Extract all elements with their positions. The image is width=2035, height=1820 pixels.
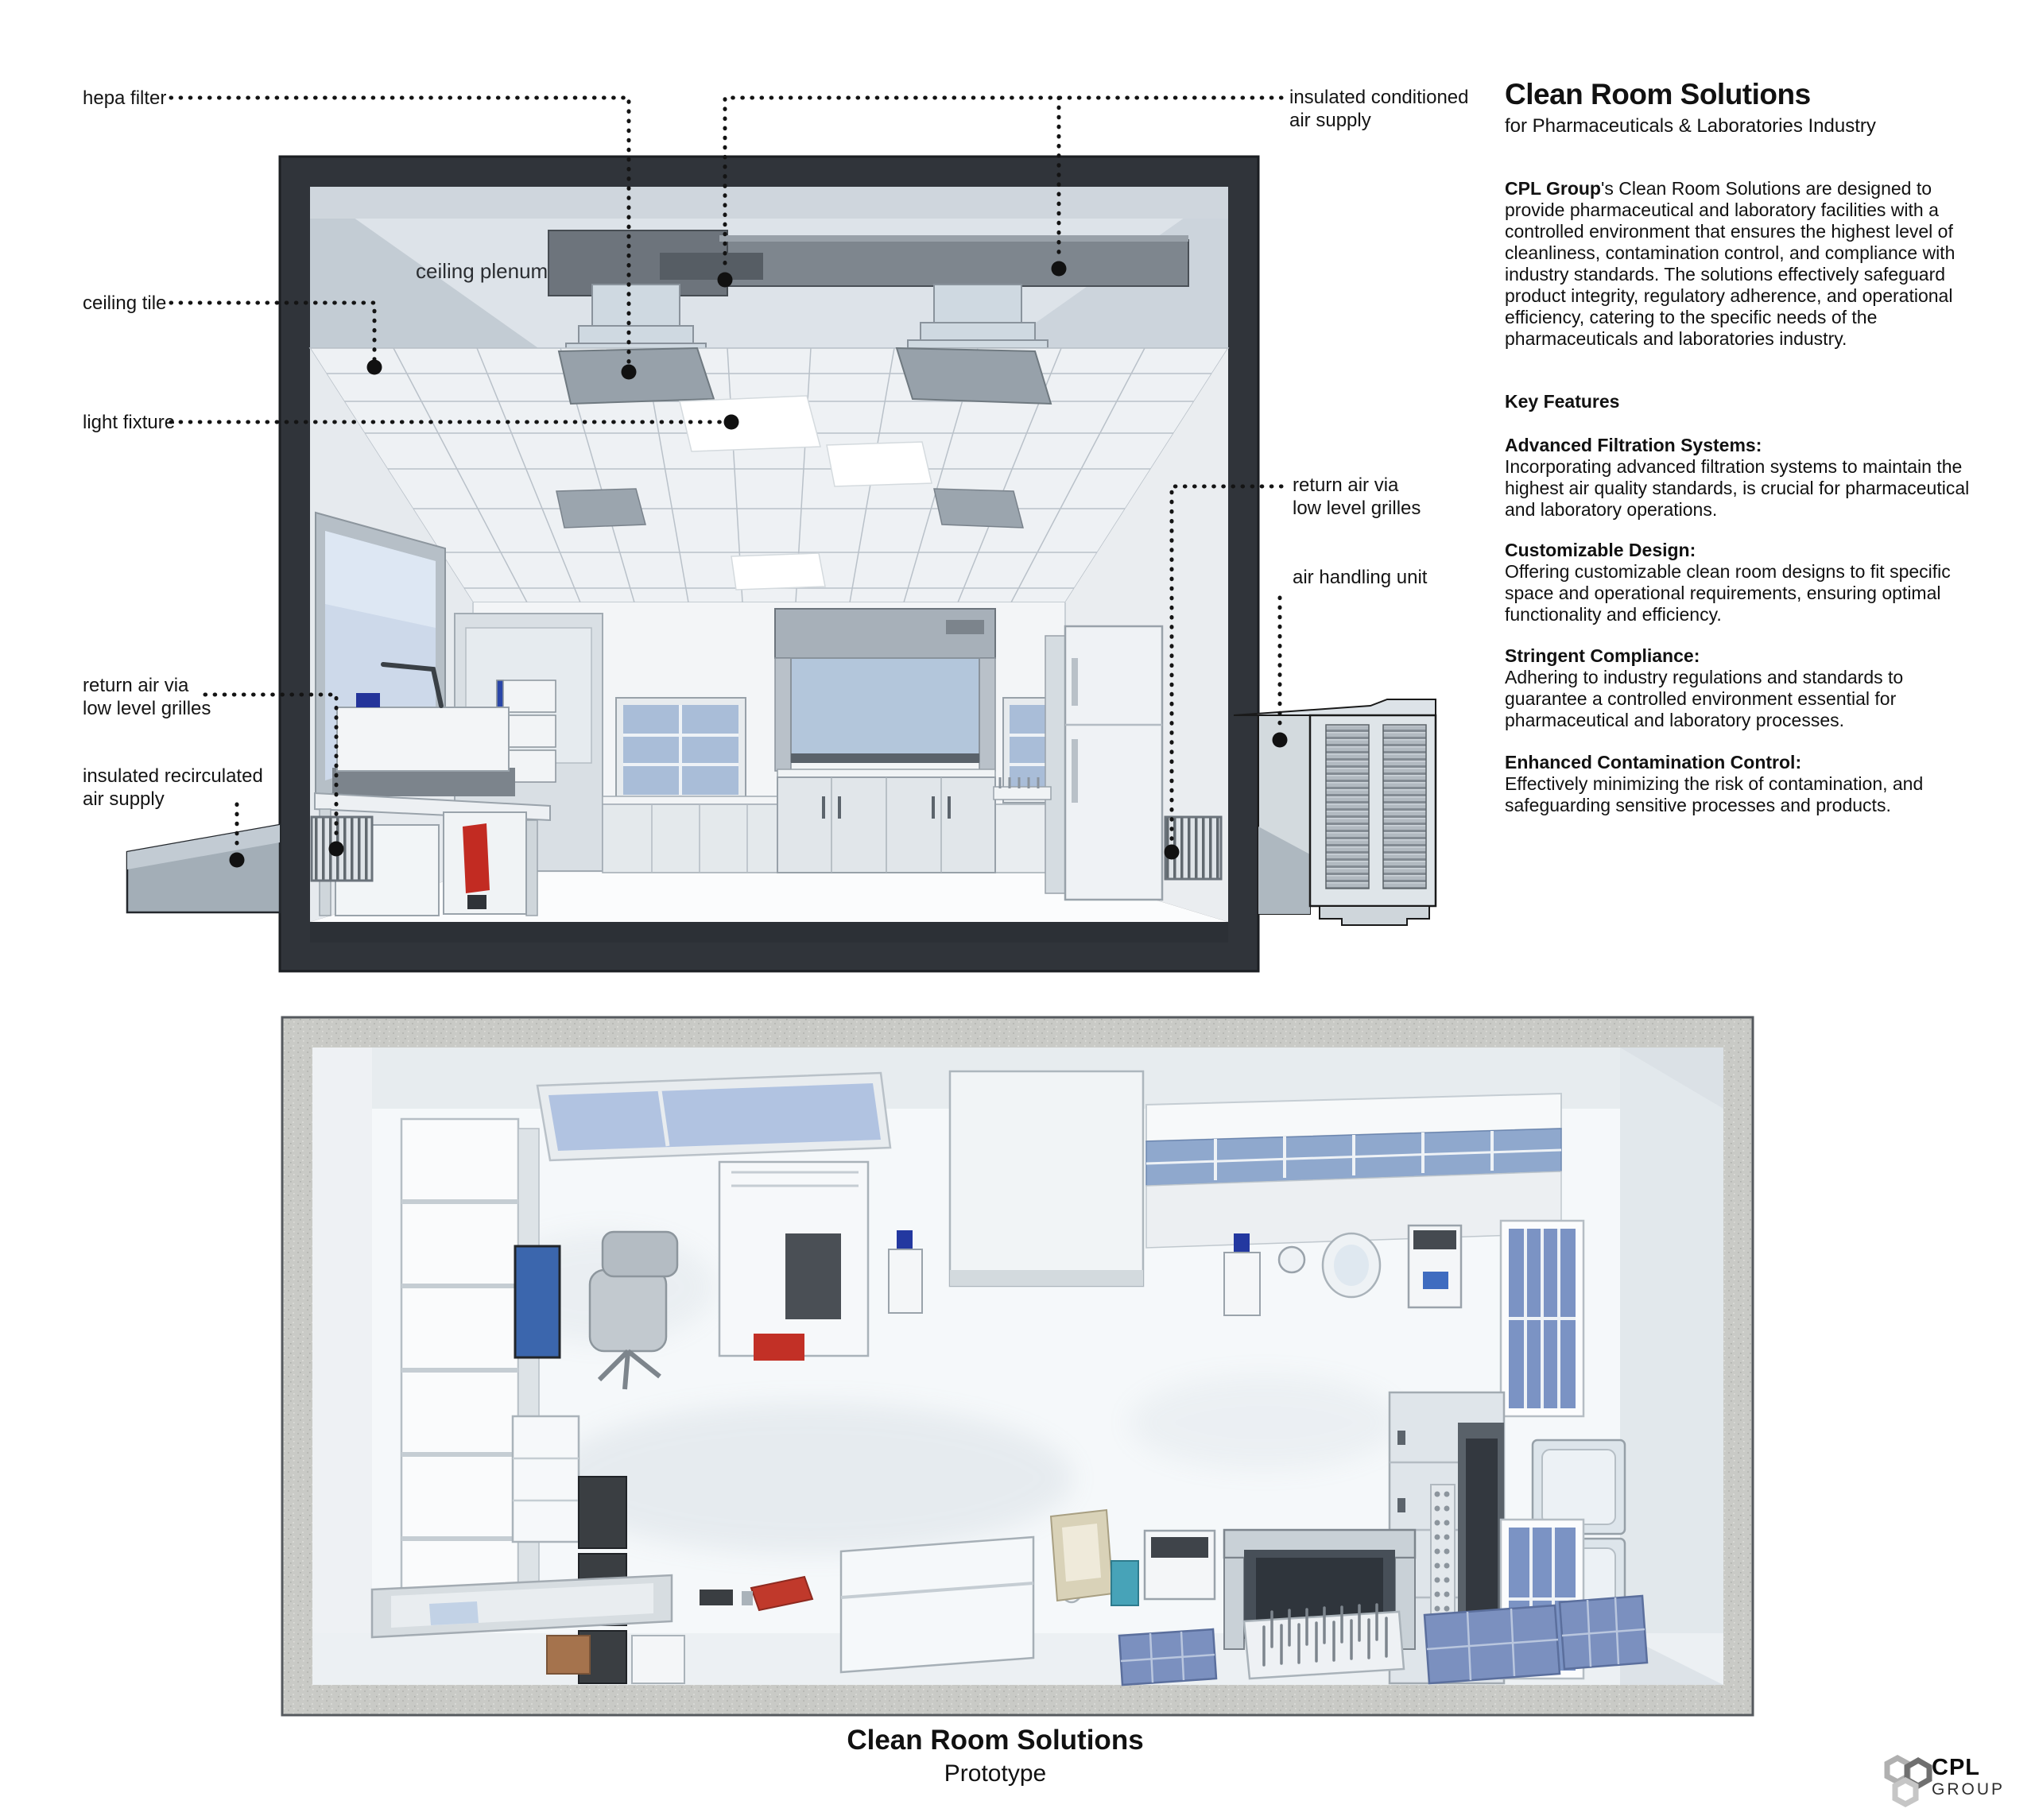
feature-body: Adhering to industry regulations and sta… <box>1505 667 1904 730</box>
callout-hepa-filter: hepa filter <box>83 87 167 109</box>
key-features-heading: Key Features <box>1505 391 1620 412</box>
plan-pipette-rack <box>1242 1603 1405 1680</box>
ceiling-plenum-zone <box>310 187 1228 350</box>
plan-drawer-cabinet <box>511 1415 580 1543</box>
plan-upper-glazed-panel <box>1499 1219 1585 1418</box>
right-bench <box>993 777 1052 800</box>
cross-section-view <box>126 95 1437 973</box>
feature-customizable-design: Customizable Design: Offering customizab… <box>1505 540 1982 625</box>
plan-large-unit <box>948 1070 1145 1288</box>
floor-plan-view <box>281 1016 1754 1717</box>
plan-microscope-2 <box>1223 1233 1261 1316</box>
plan-hand-tool <box>700 1590 733 1605</box>
label-ceiling-plenum: ceiling plenum <box>416 259 548 283</box>
plan-brown-box <box>546 1635 591 1675</box>
plan-floor-trench <box>370 1574 673 1639</box>
ceiling-filter-diffuser-right <box>895 347 1052 405</box>
callout-insulated-conditioned-line2: air supply <box>1289 110 1371 131</box>
air-handling-unit-equipment <box>1233 699 1437 926</box>
callout-insulated-recirculated-line2: air supply <box>83 788 165 810</box>
wall-cabinet-left <box>615 697 746 804</box>
plan-dispenser <box>1407 1224 1463 1309</box>
feature-advanced-filtration: Advanced Filtration Systems: Incorporati… <box>1505 435 1982 521</box>
callout-air-handling-unit: air handling unit <box>1293 567 1428 588</box>
callout-return-air-left-line1: return air via <box>83 675 189 696</box>
plan-teal-unit <box>1111 1560 1139 1606</box>
callout-return-air-right-line2: low level grilles <box>1293 498 1421 519</box>
feature-heading: Advanced Filtration Systems: <box>1505 435 1762 455</box>
callout-insulated-recirculated-line1: insulated recirculated <box>83 765 263 787</box>
plan-red-module <box>754 1334 804 1361</box>
callout-dots <box>229 261 1288 868</box>
feature-body: Offering customizable clean room designs… <box>1505 561 1951 625</box>
ceiling-filter-diffuser-left <box>557 347 715 405</box>
plan-microscope-1 <box>888 1230 923 1314</box>
cpl-group-logo: CPL GROUP <box>1878 1752 2025 1807</box>
callout-ceiling-tile: ceiling tile <box>83 292 167 314</box>
page-title: Clean Room Solutions <box>1505 78 1811 110</box>
hepa-filter-unit-right <box>907 284 1049 349</box>
hepa-filter-unit-left <box>565 284 707 352</box>
logo-suffix: GROUP <box>1932 1780 2006 1799</box>
plan-chest-freezer <box>839 1535 1035 1674</box>
feature-stringent-compliance: Stringent Compliance: Adhering to indust… <box>1505 645 1982 731</box>
logo-name: CPL <box>1932 1755 1980 1780</box>
plan-window <box>536 1071 892 1162</box>
callout-return-air-right-line1: return air via <box>1293 474 1399 496</box>
figure-caption: Clean Room Solutions Prototype <box>757 1725 1234 1787</box>
intro-paragraph: CPL Group's Clean Room Solutions are des… <box>1505 178 1970 350</box>
red-safety-device <box>463 823 490 893</box>
laboratory-fridge <box>1045 625 1164 901</box>
plan-blue-tray-grids <box>1120 1597 1645 1683</box>
plan-analyzer <box>718 1160 870 1361</box>
feature-heading: Customizable Design: <box>1505 540 1696 560</box>
plan-wall-monitor <box>514 1245 561 1359</box>
plan-fan-vent <box>1277 1245 1306 1274</box>
cpl-hexagon-logo-icon <box>1884 1755 1932 1807</box>
caption-subtitle: Prototype <box>944 1760 1047 1787</box>
callout-light-fixture: light fixture <box>83 412 176 433</box>
feature-heading: Stringent Compliance: <box>1505 645 1700 666</box>
feature-contamination-control: Enhanced Contamination Control: Effectiv… <box>1505 752 1982 816</box>
fume-hood <box>774 608 996 873</box>
plan-glazed-cabinet-bench <box>1145 1092 1562 1249</box>
recirculated-air-duct <box>126 823 281 914</box>
feature-heading: Enhanced Contamination Control: <box>1505 752 1802 773</box>
plan-printer-unit <box>1143 1529 1216 1601</box>
callout-insulated-conditioned: insulated conditioned air supply <box>1289 86 1469 132</box>
feature-body: Incorporating advanced filtration system… <box>1505 456 1970 520</box>
supply-duct <box>548 230 1189 296</box>
callout-return-air-left-line2: low level grilles <box>83 698 211 719</box>
page-subtitle: for Pharmaceuticals & Laboratories Indus… <box>1505 115 1876 137</box>
intro-brand: CPL Group <box>1505 178 1601 199</box>
suspended-ceiling <box>308 347 1230 603</box>
intro-text: 's Clean Room Solutions are designed to … <box>1505 178 1956 349</box>
plan-garment-dispenser <box>1049 1508 1114 1602</box>
callout-insulated-recirculated: insulated recirculated air supply <box>83 765 263 811</box>
callout-return-air-left: return air via low level grilles <box>83 674 211 720</box>
plan-fire-extinguisher <box>750 1575 814 1612</box>
callout-return-air-right: return air via low level grilles <box>1293 474 1421 520</box>
light-fixture-panel <box>679 395 821 452</box>
feature-body: Effectively minimizing the risk of conta… <box>1505 773 1924 815</box>
callout-insulated-conditioned-line1: insulated conditioned <box>1289 87 1469 108</box>
plan-office-chair <box>588 1230 679 1390</box>
callout-lines <box>169 95 1284 854</box>
plan-shelving-unit <box>400 1117 540 1624</box>
caption-title: Clean Room Solutions <box>847 1725 1144 1756</box>
